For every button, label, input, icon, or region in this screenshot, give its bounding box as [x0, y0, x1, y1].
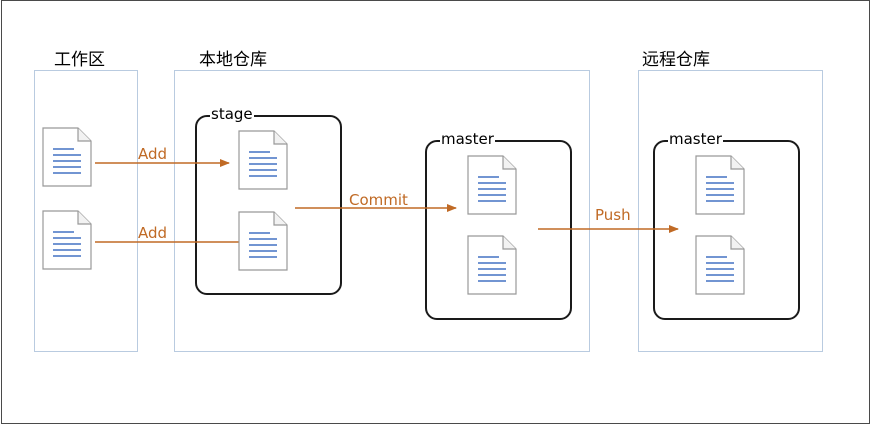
document-icon	[467, 155, 517, 215]
document-icon	[42, 127, 92, 187]
local-repo-title: 本地仓库	[199, 50, 267, 70]
local-master-label: master	[440, 130, 495, 148]
commit-label: Commit	[349, 191, 408, 209]
document-icon	[42, 210, 92, 270]
document-icon	[238, 211, 288, 271]
add-bottom-label: Add	[138, 224, 168, 242]
remote-repo-title: 远程仓库	[642, 50, 710, 70]
push-label: Push	[595, 206, 631, 224]
document-icon	[695, 235, 745, 295]
document-icon	[467, 235, 517, 295]
stage-label: stage	[210, 105, 254, 123]
add-top-label: Add	[138, 145, 168, 163]
remote-master-label: master	[668, 130, 723, 148]
document-icon	[695, 155, 745, 215]
workspace-title: 工作区	[54, 50, 105, 70]
document-icon	[238, 130, 288, 190]
